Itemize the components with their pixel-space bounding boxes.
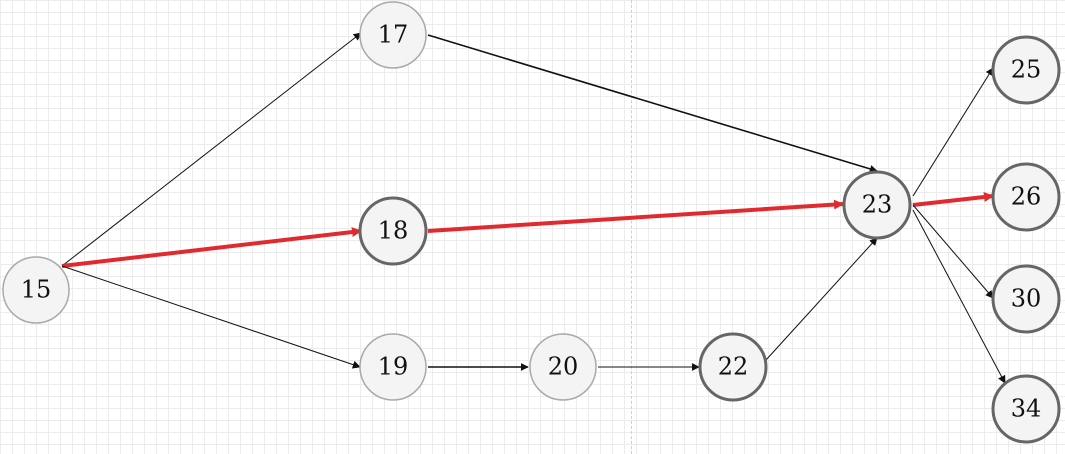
edge-23-to-30 <box>912 204 994 299</box>
node-circle <box>698 332 768 402</box>
node-circle <box>359 333 427 401</box>
node-circle <box>991 35 1061 105</box>
node-34[interactable]: 34 <box>991 374 1061 444</box>
node-circle <box>358 196 428 266</box>
node-15[interactable]: 15 <box>2 256 70 324</box>
edge-23-to-34 <box>912 209 1006 384</box>
node-circle <box>529 333 597 401</box>
node-circle <box>2 256 70 324</box>
node-25[interactable]: 25 <box>991 35 1061 105</box>
node-circle <box>991 162 1061 232</box>
node-label: 19 <box>378 353 409 381</box>
node-label: 18 <box>378 217 409 245</box>
node-label: 22 <box>718 353 749 381</box>
node-label: 15 <box>21 276 52 304</box>
edge-15-to-18-critical <box>61 227 362 268</box>
edge-15-to-17 <box>61 32 362 267</box>
node-circle <box>991 374 1061 444</box>
page-break-divider <box>631 0 632 454</box>
edge-15-to-19 <box>61 265 361 369</box>
node-22[interactable]: 22 <box>698 332 768 402</box>
node-18[interactable]: 18 <box>358 196 428 266</box>
node-label: 20 <box>548 353 579 381</box>
edge-18-to-23-critical <box>427 199 844 233</box>
node-20[interactable]: 20 <box>529 333 597 401</box>
node-17[interactable]: 17 <box>359 1 427 69</box>
node-label: 25 <box>1011 56 1042 84</box>
edge-23-to-26-critical <box>912 192 994 207</box>
edge-23-to-25 <box>912 67 994 197</box>
node-label: 26 <box>1011 183 1042 211</box>
edge-22-to-23 <box>765 237 878 361</box>
node-circle <box>359 1 427 69</box>
edge-17-to-23 <box>427 34 878 173</box>
node-23[interactable]: 23 <box>842 170 912 240</box>
nodes-layer: 15 17 18 19 20 22 23 25 26 30 34 <box>2 1 1061 444</box>
node-19[interactable]: 19 <box>359 333 427 401</box>
node-26[interactable]: 26 <box>991 162 1061 232</box>
node-circle <box>991 264 1061 334</box>
node-label: 30 <box>1011 285 1042 313</box>
edges-layer <box>61 32 1006 384</box>
node-label: 23 <box>862 191 893 219</box>
node-30[interactable]: 30 <box>991 264 1061 334</box>
node-circle <box>842 170 912 240</box>
node-label: 34 <box>1011 395 1042 423</box>
node-label: 17 <box>378 21 409 49</box>
